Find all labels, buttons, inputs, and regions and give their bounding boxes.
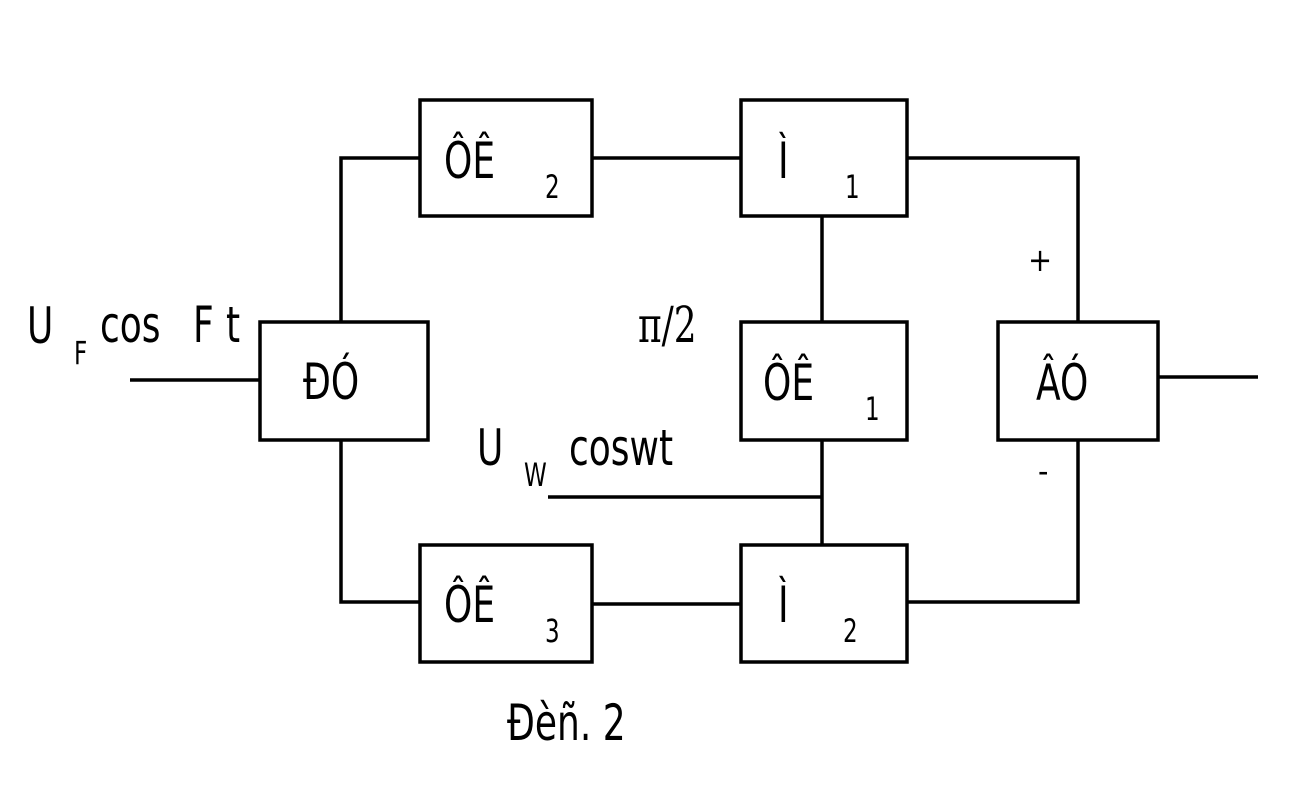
phase-shifter-1-block <box>739 320 909 442</box>
wires <box>130 156 1258 606</box>
input-u: U <box>27 298 53 355</box>
phase-shift-label: π/2 <box>638 297 697 354</box>
input-cos: cos <box>100 297 161 354</box>
mult2-label: Ì <box>778 574 789 635</box>
wire-mult2-to-adder <box>907 440 1080 604</box>
wire-splitter-to-phase3 <box>339 440 420 604</box>
phase3-index: 3 <box>545 612 560 650</box>
phase-shifter-3-block <box>418 543 594 664</box>
multiplier-2-block <box>739 543 909 664</box>
input-subscript: F <box>74 334 87 372</box>
multiplier-1-block <box>739 98 909 218</box>
plus-sign: + <box>1028 243 1052 280</box>
reference-u: U <box>477 420 503 477</box>
reference-subscript: W <box>524 456 547 494</box>
splitter-label: ĐÓ <box>303 351 359 412</box>
adder-label: ÂÓ <box>1036 352 1088 413</box>
phase3-label: ÔÊ <box>444 574 495 635</box>
mult1-index: 1 <box>845 168 860 206</box>
input-f: F <box>193 297 214 354</box>
splitter-block <box>258 320 430 442</box>
wire-mult1-to-adder <box>907 156 1080 322</box>
phase1-label: ÔÊ <box>763 352 814 413</box>
phase2-index: 2 <box>545 168 560 206</box>
mult1-label: Ì <box>778 130 789 191</box>
mult2-index: 2 <box>843 612 858 650</box>
phase-shifter-2-block <box>418 98 594 218</box>
wire-splitter-to-phase2 <box>339 156 420 322</box>
adder-block <box>996 320 1160 442</box>
minus-sign: - <box>1038 454 1048 491</box>
phase1-index: 1 <box>865 390 880 428</box>
reference-coswt: coswt <box>569 420 673 477</box>
input-t: t <box>226 297 240 354</box>
figure-caption: Đèñ. 2 <box>507 695 626 752</box>
phase2-label: ÔÊ <box>444 130 495 191</box>
